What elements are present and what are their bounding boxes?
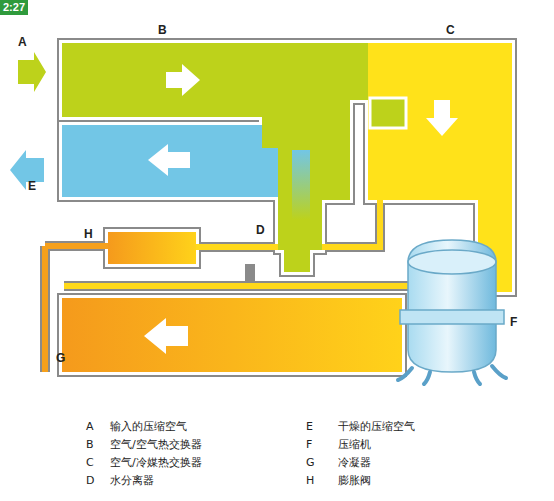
callout-letter: G	[56, 352, 65, 365]
legend-key: D	[86, 474, 94, 487]
time-badge: 2:27	[0, 0, 28, 15]
legend-key: B	[86, 438, 94, 451]
legend-key: H	[306, 474, 314, 487]
legend-text: 水分离器	[110, 474, 154, 487]
legend-key: C	[86, 456, 94, 469]
callout-letter: F	[510, 316, 517, 329]
legend-text: 空气/冷媒热交换器	[110, 456, 202, 469]
legend-key: F	[306, 438, 312, 451]
callout-letter: B	[158, 24, 167, 37]
legend-text: 干燥的压缩空气	[338, 420, 415, 433]
legend-text: 空气/空气热交换器	[110, 438, 202, 451]
callout-letter: D	[256, 224, 265, 237]
callout-letter: A	[18, 36, 27, 49]
legend-text: 冷凝器	[338, 456, 371, 469]
legend-key: A	[86, 420, 94, 433]
legend-key: G	[306, 456, 315, 469]
legend-text: 膨胀阀	[338, 474, 371, 487]
legend-key: E	[306, 420, 313, 433]
legend-text: 输入的压缩空气	[110, 420, 187, 433]
callout-letter: E	[28, 180, 36, 193]
legend-text: 压缩机	[338, 438, 371, 451]
callout-letter: C	[446, 24, 455, 37]
callout-letter: H	[84, 228, 93, 241]
